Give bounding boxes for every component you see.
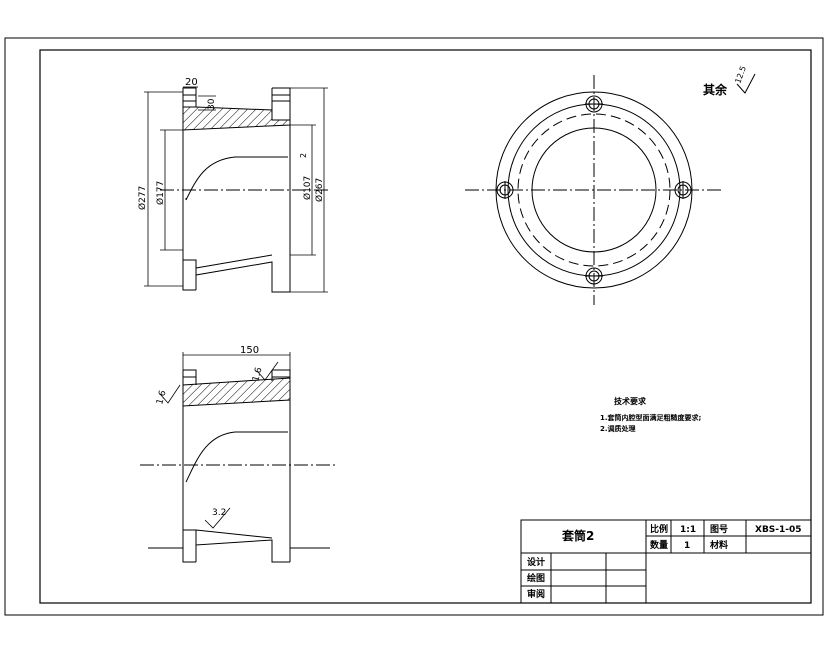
small-note: 2 <box>299 153 308 158</box>
bottom-view-dimensions <box>159 352 291 529</box>
top-view-dimensions <box>144 86 328 293</box>
scale-value: 1:1 <box>680 525 696 535</box>
surface-note-value: 12.5 <box>733 65 748 85</box>
tech-req-line1: 1.套筒内腔型面满足粗糙度要求; <box>600 413 702 422</box>
bottom-section-view <box>140 369 338 563</box>
roughness-symbol-icon <box>736 73 756 94</box>
surface-note-label: 其余 <box>703 82 728 97</box>
inner-frame <box>39 49 812 604</box>
drawing-no-value: XBS-1-05 <box>755 525 802 535</box>
review-label: 审阅 <box>527 588 545 600</box>
qty-label: 数量 <box>650 539 668 551</box>
drawing-no-label: 图号 <box>710 524 728 535</box>
tech-req-title: 技术要求 <box>614 396 647 406</box>
design-label: 设计 <box>527 556 545 568</box>
dim-length: 150 <box>240 345 259 356</box>
dim-outer-dia: Ø277 <box>137 186 148 210</box>
title-block <box>520 519 812 604</box>
dim-slot: 30 <box>207 98 217 110</box>
tech-req-line2: 2.调质处理 <box>600 424 636 433</box>
dim-right-dia1: Ø107 <box>302 176 313 200</box>
roughness-1: 1.6 <box>155 389 168 406</box>
qty-value: 1 <box>684 541 690 551</box>
dim-flange-width: 20 <box>185 77 198 88</box>
scale-label: 比例 <box>650 523 668 535</box>
part-name: 套筒2 <box>561 528 594 543</box>
dim-right-dia2: Ø267 <box>314 178 325 202</box>
material-label: 材料 <box>709 539 728 551</box>
roughness-2: 1.6 <box>251 366 264 383</box>
end-view <box>465 75 722 305</box>
dim-bore-dia: Ø177 <box>155 181 166 205</box>
draw-label: 绘图 <box>527 572 545 584</box>
top-section-view <box>160 87 330 293</box>
roughness-3: 3.2 <box>212 508 226 518</box>
outer-frame <box>4 37 824 616</box>
